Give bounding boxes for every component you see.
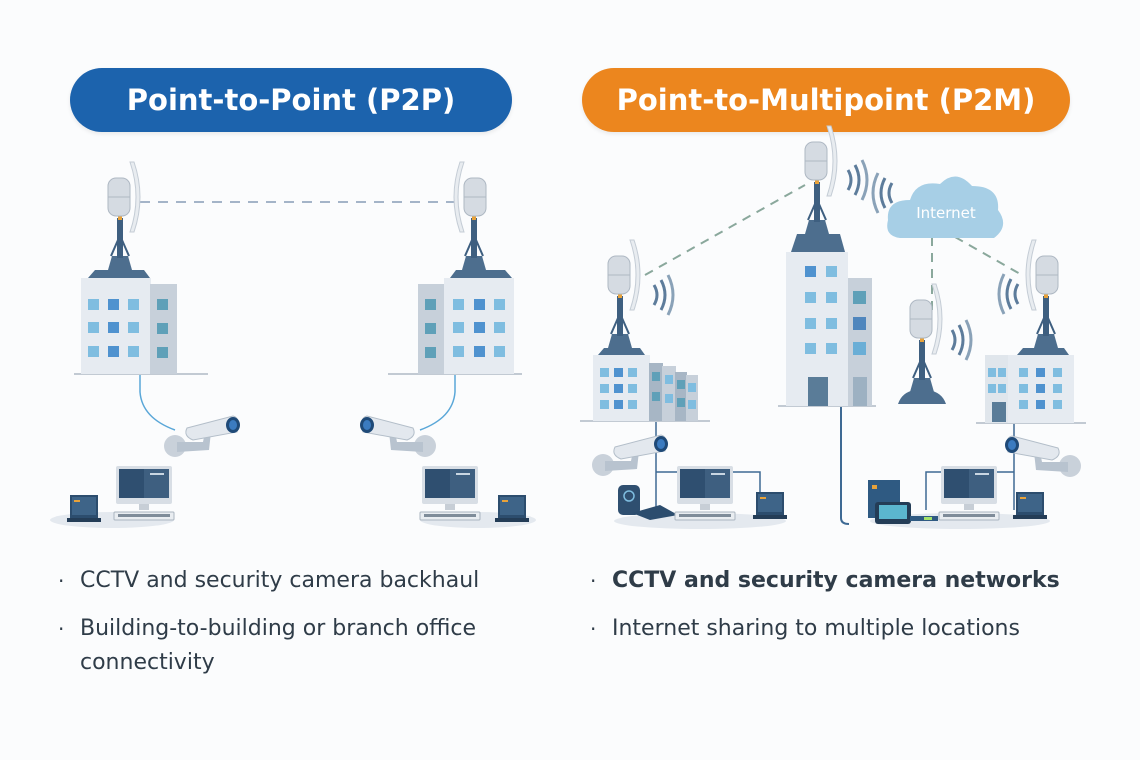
bullet-icon: · <box>58 569 65 593</box>
p2m-title-badge: Point-to-Multipoint (P2M) <box>582 68 1070 132</box>
cloud-label: Internet <box>916 204 976 222</box>
p2m-use-cases: · CCTV and security camera networks · In… <box>590 564 1110 660</box>
bullet-icon: · <box>590 617 597 641</box>
bullet-icon: · <box>58 617 65 641</box>
dish-antenna-icon <box>898 283 946 404</box>
security-camera-icon <box>360 416 436 457</box>
wireless-signal-icon <box>999 274 1018 314</box>
office-building-icon <box>976 348 1086 424</box>
wireless-signal-icon <box>950 318 973 362</box>
list-item: · Internet sharing to multiple locations <box>590 612 1110 646</box>
desktop-computer-icon <box>113 465 175 521</box>
list-item: · Building-to-building or branch office … <box>58 612 578 680</box>
p2p-title-badge: Point-to-Point (P2P) <box>70 68 512 132</box>
office-building-icon <box>388 270 522 375</box>
office-building-icon <box>778 234 876 407</box>
router-icon <box>618 485 678 520</box>
dish-antenna-icon <box>1026 240 1058 348</box>
p2p-title: Point-to-Point (P2P) <box>126 83 456 117</box>
dish-antenna-icon <box>804 125 838 235</box>
tablet-icon <box>868 480 938 524</box>
desktop-computer-icon <box>938 465 1000 521</box>
laptop-icon <box>67 495 101 522</box>
list-item: · CCTV and security camera backhaul <box>58 564 578 598</box>
wireless-signal-icon <box>846 158 869 202</box>
laptop-icon <box>1013 492 1047 519</box>
desktop-computer-icon <box>419 465 481 521</box>
p2p-use-cases: · CCTV and security camera backhaul · Bu… <box>58 564 578 694</box>
cloud-icon: Internet <box>887 176 1004 238</box>
security-camera-icon <box>1005 436 1081 477</box>
dish-antenna-icon <box>607 239 641 349</box>
list-item: · CCTV and security camera networks <box>590 564 1110 598</box>
wireless-signal-icon <box>652 273 675 317</box>
laptop-icon <box>495 495 529 522</box>
office-building-icon <box>580 348 710 422</box>
dish-antenna-icon <box>107 161 141 271</box>
security-camera-icon <box>163 415 241 458</box>
wireless-signal-icon <box>873 173 892 213</box>
bullet-icon: · <box>590 569 597 593</box>
laptop-icon <box>753 492 787 519</box>
p2m-title: Point-to-Multipoint (P2M) <box>616 83 1036 117</box>
office-building-icon <box>74 270 208 375</box>
desktop-computer-icon <box>674 465 736 521</box>
dish-antenna-icon <box>454 162 486 270</box>
